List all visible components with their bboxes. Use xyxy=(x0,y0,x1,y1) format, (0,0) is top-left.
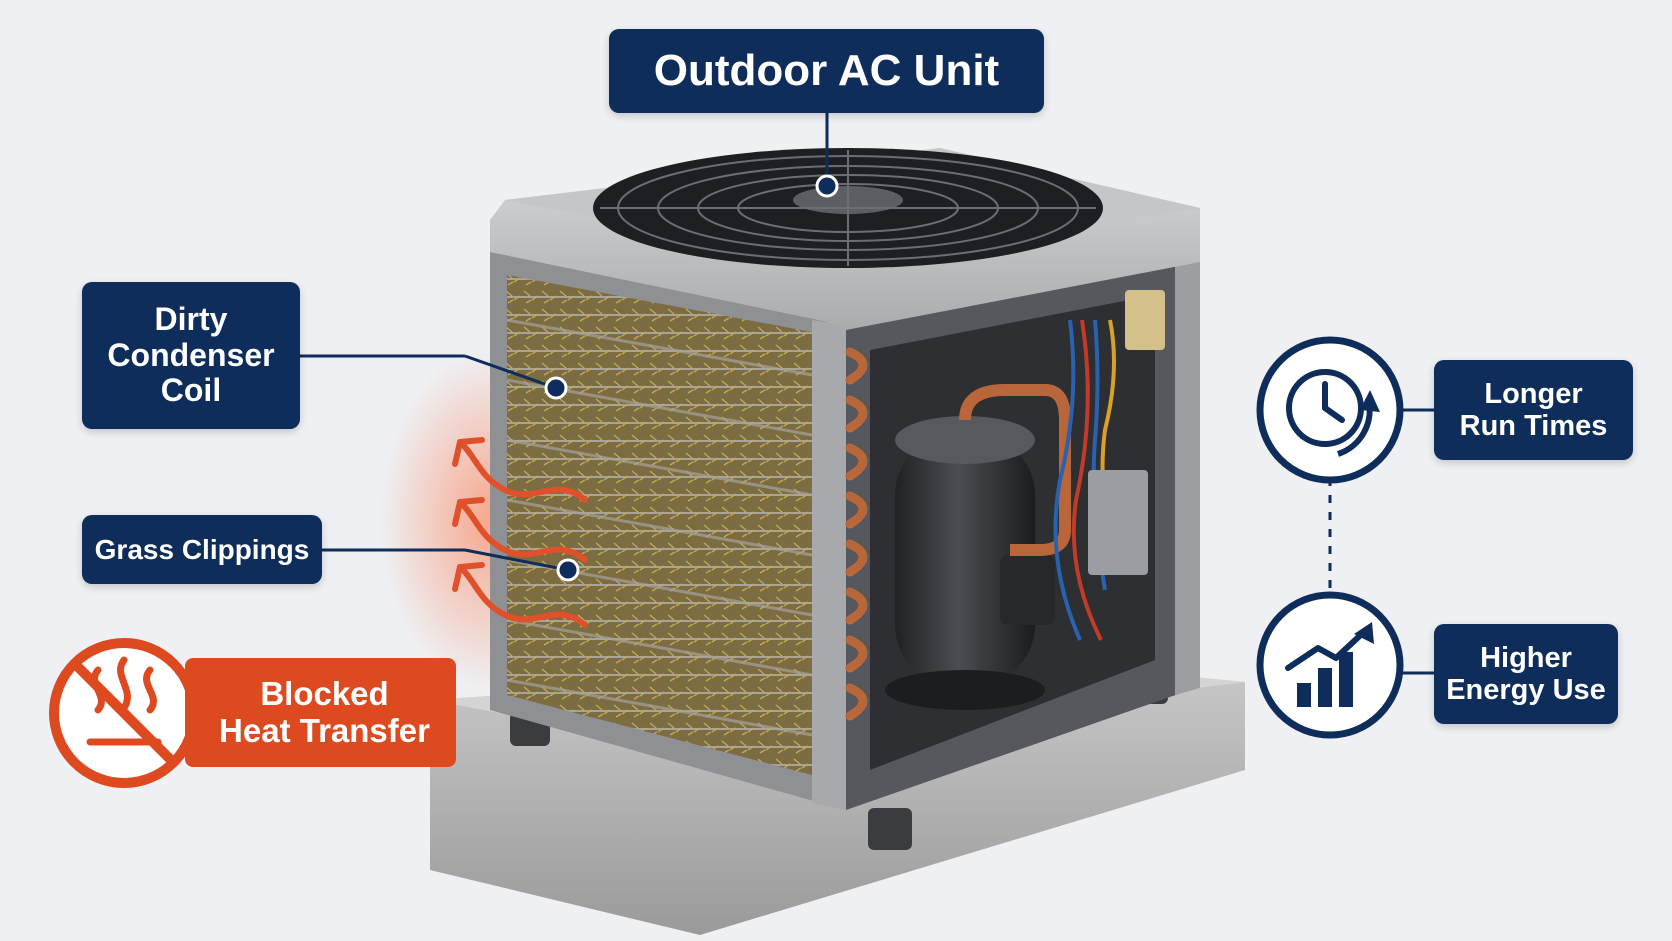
runtime-line-1: Longer xyxy=(1484,377,1583,410)
dirty-coil-line-2: Condenser xyxy=(107,336,275,373)
runtime-line-2: Run Times xyxy=(1459,410,1608,442)
blocked-heat-line-2: Heat Transfer xyxy=(219,711,430,749)
dirty-coil-line-1: Dirty xyxy=(154,300,228,337)
dirty-coil-line-3: Coil xyxy=(160,372,222,409)
rising-bars-icon xyxy=(1256,591,1404,739)
compressor xyxy=(885,416,1055,710)
fan-guard xyxy=(593,148,1103,268)
capacitor-box xyxy=(1088,470,1148,575)
grass-clippings-label: Grass Clippings xyxy=(82,515,322,584)
heat-wave-arrow-icon xyxy=(452,437,588,628)
blocked-heat-label: Blocked Heat Transfer xyxy=(185,658,456,767)
energy-line-2: Energy Use xyxy=(1446,674,1606,706)
dirty-coil-label: Dirty Condenser Coil xyxy=(82,282,300,429)
title-label: Outdoor AC Unit xyxy=(609,29,1044,113)
higher-energy-use-label: Higher Energy Use xyxy=(1434,624,1618,724)
condenser-coil xyxy=(507,275,812,775)
no-heat-icon xyxy=(49,638,199,788)
contactor xyxy=(1125,290,1165,350)
leader-lines xyxy=(300,113,1434,675)
copper-hairpins xyxy=(845,347,868,721)
energy-line-1: Higher xyxy=(1480,641,1572,674)
blocked-heat-line-1: Blocked xyxy=(260,674,389,712)
longer-run-times-label: Longer Run Times xyxy=(1434,360,1633,460)
clock-cycle-icon xyxy=(1256,336,1404,484)
